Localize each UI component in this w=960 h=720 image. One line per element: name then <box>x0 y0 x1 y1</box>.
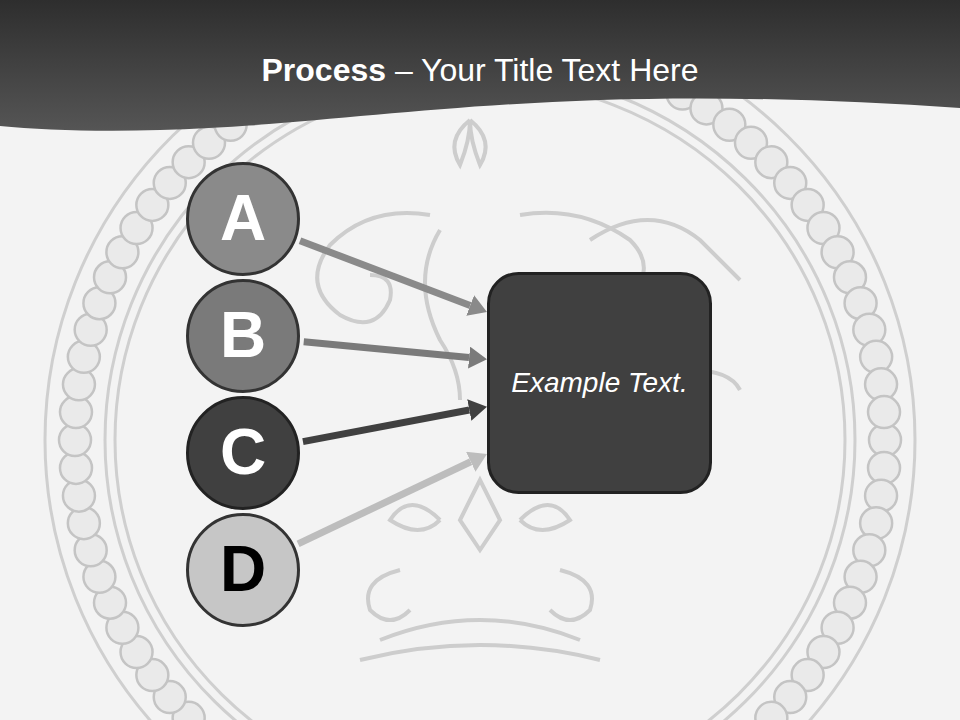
step-letter: C <box>220 411 266 494</box>
step-letter: B <box>220 294 266 377</box>
slide-title: Process – Your Title Text Here <box>0 52 960 89</box>
step-letter: A <box>220 177 266 260</box>
header-band <box>0 0 960 131</box>
circle-shape <box>188 398 299 509</box>
box-text: Example Text. <box>511 365 687 401</box>
circle-shape <box>188 281 299 392</box>
flourish <box>317 120 740 660</box>
bead <box>868 396 900 428</box>
arrow-connector <box>298 462 471 544</box>
arrow-connector <box>300 241 470 306</box>
circle-shape <box>188 515 299 626</box>
process-circle: A <box>186 162 300 276</box>
box-shape <box>489 274 711 493</box>
process-circle: D <box>186 513 300 627</box>
arrow-connector <box>303 410 469 442</box>
circle-shape <box>188 164 299 275</box>
arrow-connector <box>304 342 469 358</box>
process-box: Example Text. <box>487 272 712 494</box>
process-circle: C <box>186 396 300 510</box>
step-letter: D <box>220 528 266 611</box>
process-circle: B <box>186 279 300 393</box>
bead <box>755 702 787 720</box>
